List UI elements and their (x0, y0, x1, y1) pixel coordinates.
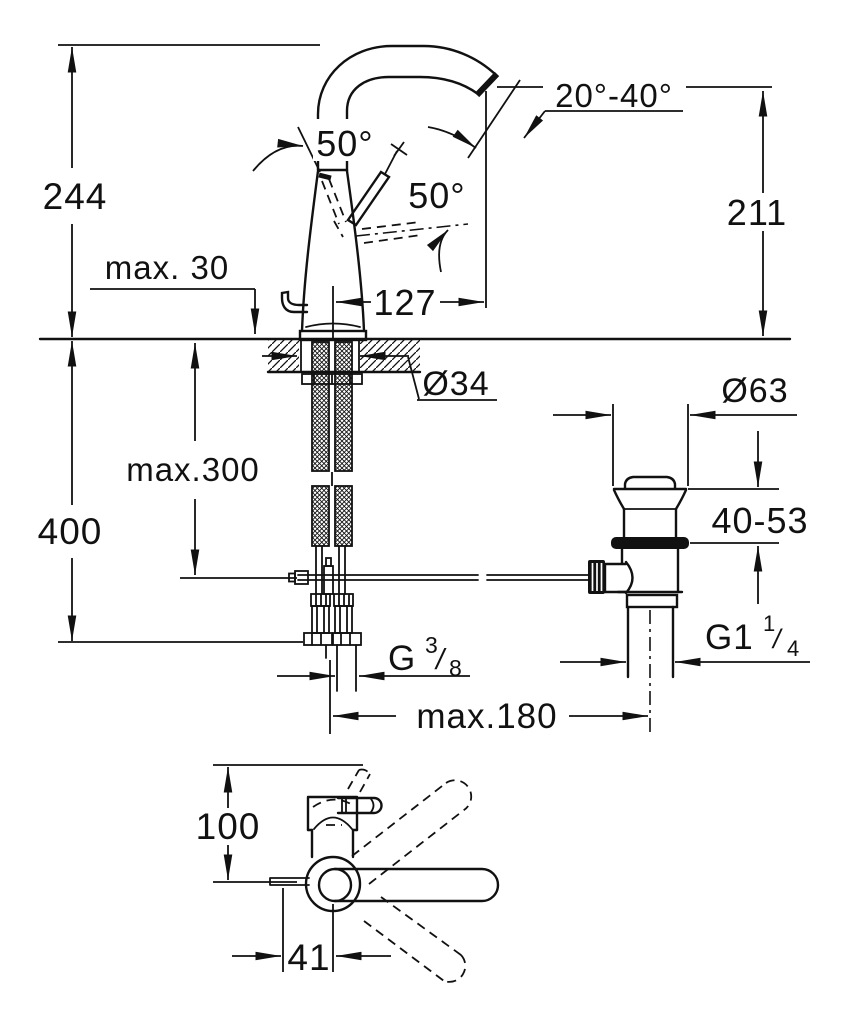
joint-mark (318, 172, 332, 181)
dim-overall-height: 244 (43, 47, 108, 337)
dim-waste-flange: Ø63 (553, 372, 797, 486)
dim-rod-offset-label: 41 (287, 937, 330, 978)
dim-overall-height-label: 244 (43, 176, 108, 217)
collar (625, 593, 679, 609)
dim-hose-length-label: max.300 (126, 451, 260, 488)
lever-closed-centerline (355, 223, 469, 237)
spout-swivel-position (347, 768, 371, 793)
lever-closed-outline (361, 221, 422, 244)
handle-lever (333, 867, 500, 903)
waste-valve (588, 475, 689, 732)
dim-rod-offset: 41 (232, 888, 391, 978)
base-plate (298, 329, 368, 342)
supply-thread-numerator: 3 (425, 632, 439, 658)
dim-spout-projection-label: 100 (196, 806, 261, 847)
top-view: 100 41 (196, 764, 500, 983)
dim-deck-thickness-label: max. 30 (105, 249, 229, 286)
dim-spout-projection: 100 (196, 764, 363, 883)
lever-open-angle-label: 50° (316, 123, 373, 164)
g38-pipe (336, 644, 357, 692)
seal-gasket (611, 537, 689, 549)
lever-open (346, 170, 391, 227)
pop-up-knob (280, 290, 309, 314)
reference-lines (38, 44, 792, 643)
lever-swing-angle-label: 50° (408, 175, 465, 216)
handle-position-down (363, 896, 467, 983)
spout-angle-leader (523, 110, 546, 139)
handle-position-up (351, 779, 473, 885)
spout-angle-range-label: 20°-40° (555, 77, 673, 114)
dim-clearance-below-label: 400 (38, 511, 103, 552)
waste-thread-prefix: G1 (705, 618, 754, 657)
plug-cap (623, 475, 677, 490)
dim-clamping-range-label: 40-53 (711, 500, 808, 541)
pop-up-rod (288, 557, 589, 595)
spout-outlet-face (474, 71, 500, 98)
cartridge-dashes (321, 178, 347, 238)
waste-thread-numerator: 1 (763, 611, 776, 636)
waste-thread-slash: / (771, 624, 783, 654)
dim-waste-distance: max.180 (329, 660, 648, 736)
faucet-outline (280, 44, 500, 342)
dim-supply-thread: G 3 / 8 (277, 632, 470, 681)
dim-mounting-hole-label: Ø34 (422, 365, 489, 403)
lever-tip-cross (390, 141, 408, 157)
cartridge-dome (313, 816, 353, 830)
spout-inner-edge (345, 75, 480, 173)
body-right-edge (345, 169, 366, 333)
dim-spout-reach: 127 (336, 282, 484, 323)
dim-outlet-height: 211 (727, 91, 787, 336)
supply-hoses (303, 341, 362, 692)
waste-thread-denominator: 4 (787, 636, 800, 661)
body-column (310, 828, 355, 859)
flange (612, 488, 688, 511)
supply-thread-prefix: G (388, 639, 416, 678)
dim-hose-length: max.300 (126, 343, 260, 575)
dim-mounting-hole: Ø34 (262, 351, 497, 403)
hose-tails (315, 545, 346, 595)
supply-thread-denominator: 8 (449, 655, 463, 681)
dim-waste-distance-label: max.180 (416, 697, 557, 736)
front-view: 244 400 max. 30 max.300 211 (38, 44, 810, 736)
g38-fittings (303, 593, 362, 646)
dim-waste-thread: G1 1 / 4 (560, 611, 810, 667)
dim-deck-thickness: max. 30 (90, 249, 260, 334)
tailpipe (626, 605, 675, 679)
dim-spout-reach-label: 127 (373, 282, 436, 323)
dim-waste-flange-label: Ø63 (721, 372, 788, 410)
dim-outlet-height-label: 211 (727, 192, 787, 233)
spout-outer-edge (316, 44, 498, 172)
angle-indicators (252, 110, 546, 273)
rod-inlet (603, 562, 628, 594)
dim-clearance-below: 400 (38, 341, 103, 641)
body-left-edge (300, 169, 320, 333)
spout-nozzle (336, 796, 383, 815)
dim-clamping-range: 40-53 (688, 431, 808, 604)
supply-thread-slash: / (434, 644, 447, 676)
